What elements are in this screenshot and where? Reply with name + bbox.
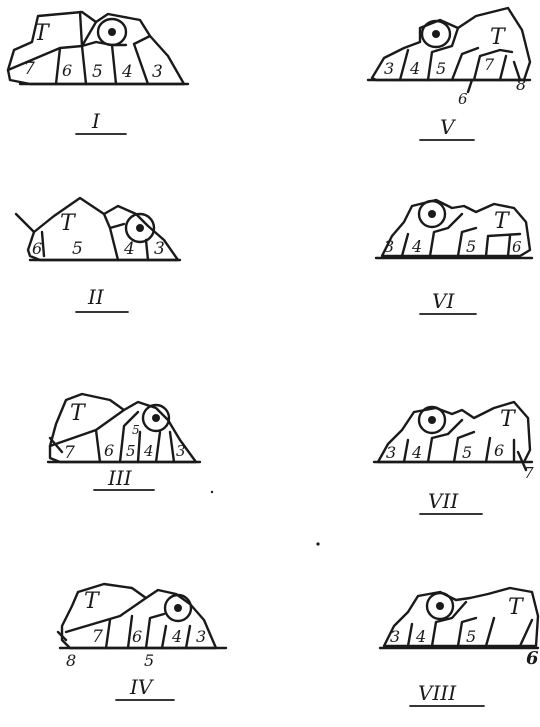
sketch-3-label-4: 4	[143, 442, 154, 460]
sketch-1: T 7 6 5 4 3 I	[8, 12, 188, 134]
sketch-7-label-t: T	[500, 407, 517, 432]
sketch-2-eye-pupil	[136, 224, 144, 232]
scan-speck	[211, 491, 213, 493]
sketch-3-eye-pupil	[152, 414, 160, 422]
sketch-5-outline	[372, 8, 530, 80]
sketch-6-label-3: 3	[384, 237, 394, 256]
sketch-4-caption: IV	[129, 675, 155, 699]
sketch-3-label-3: 3	[176, 442, 186, 460]
sketch-1-caption: I	[91, 109, 101, 133]
sketch-5-label-t: T	[490, 25, 507, 50]
sketch-3-label-6: 6	[104, 441, 114, 460]
sketch-6-caption: VI	[432, 289, 455, 313]
sketch-2-label-4: 4	[123, 239, 135, 259]
sketch-2: T 6 5 4 3 II	[16, 198, 180, 312]
sketch-5-label-8: 8	[516, 75, 526, 94]
sketch-5-eye-pupil	[432, 30, 440, 38]
sketch-8: T 3 4 5 6 VIII	[380, 588, 539, 706]
sketch-7-label-5: 5	[462, 443, 472, 462]
sketch-4-label-8: 8	[66, 651, 76, 670]
sketch-6-eye-pupil	[428, 210, 436, 218]
sketch-5-label-5: 5	[436, 59, 446, 78]
sketch-6-label-5: 5	[466, 237, 476, 256]
sketch-5-label-7: 7	[484, 55, 495, 74]
sketch-7-label-7: 7	[524, 464, 534, 482]
sketch-1-label-t: T	[34, 21, 51, 46]
sketch-1-eye-pupil	[108, 28, 116, 36]
sketch-1-label-5: 5	[92, 62, 103, 82]
sketch-1-label-4: 4	[121, 62, 133, 82]
sketch-4-label-7: 7	[92, 627, 103, 647]
sketch-2-label-6: 6	[32, 239, 42, 258]
sketch-3-label-7: 7	[64, 443, 75, 463]
sketch-3-caption: III	[107, 466, 133, 490]
sketch-1-label-6: 6	[62, 61, 72, 80]
sketch-5-label-3: 3	[384, 59, 394, 78]
sketch-1-label-7: 7	[24, 59, 35, 79]
sketch-4-label-3: 3	[196, 627, 206, 646]
sketch-8-label-t: T	[508, 595, 525, 620]
sketch-5: T 3 4 5 7 6 8 V	[368, 8, 530, 140]
sketch-4: T 8 7 6 5 4 3 IV	[58, 584, 226, 700]
sketch-8-label-6: 6	[526, 648, 539, 669]
sketch-5-label-6: 6	[458, 90, 468, 108]
sketch-2-caption: II	[87, 285, 105, 309]
sketch-8-label-3: 3	[390, 627, 400, 646]
sketch-1-label-3: 3	[152, 62, 163, 82]
sketch-7: T 3 4 5 6 7 VII	[374, 402, 534, 514]
sketch-8-label-4: 4	[415, 627, 426, 646]
sketch-4-label-5: 5	[144, 651, 154, 670]
sketch-3-label-5-upper: 5	[132, 423, 140, 437]
sketch-6-label-6: 6	[512, 238, 522, 256]
scan-speck	[316, 542, 319, 545]
sketch-7-label-3: 3	[386, 443, 396, 462]
sketch-2-label-3: 3	[154, 239, 165, 259]
sketch-8-label-5: 5	[466, 627, 476, 646]
sketch-4-label-6: 6	[132, 627, 142, 646]
sketch-6-label-4: 4	[411, 237, 422, 256]
sketch-3: T 7 6 5 5 4 3 III	[48, 394, 200, 490]
sketch-7-caption: VII	[428, 489, 459, 513]
sketch-8-caption: VIII	[418, 681, 457, 705]
sketch-3-label-5: 5	[126, 442, 136, 460]
sketch-6-label-t: T	[494, 209, 511, 234]
sketch-7-eye-pupil	[428, 416, 436, 424]
sketch-7-label-4: 4	[411, 443, 422, 462]
sketch-4-label-t: T	[84, 589, 101, 614]
sketch-6: T 3 4 5 6 VI	[376, 200, 532, 314]
sketch-2-label-5: 5	[72, 239, 83, 259]
sketch-2-label-t: T	[60, 211, 77, 236]
sketch-4-label-4: 4	[171, 627, 182, 646]
sketch-4-divisions	[58, 598, 190, 648]
sketch-5-caption: V	[440, 115, 457, 139]
sketch-4-eye-pupil	[174, 604, 182, 612]
sketch-5-label-4: 4	[409, 59, 420, 78]
sketch-7-label-6: 6	[494, 441, 504, 460]
sketch-3-label-t: T	[70, 401, 87, 426]
sketch-8-eye-pupil	[436, 602, 444, 610]
